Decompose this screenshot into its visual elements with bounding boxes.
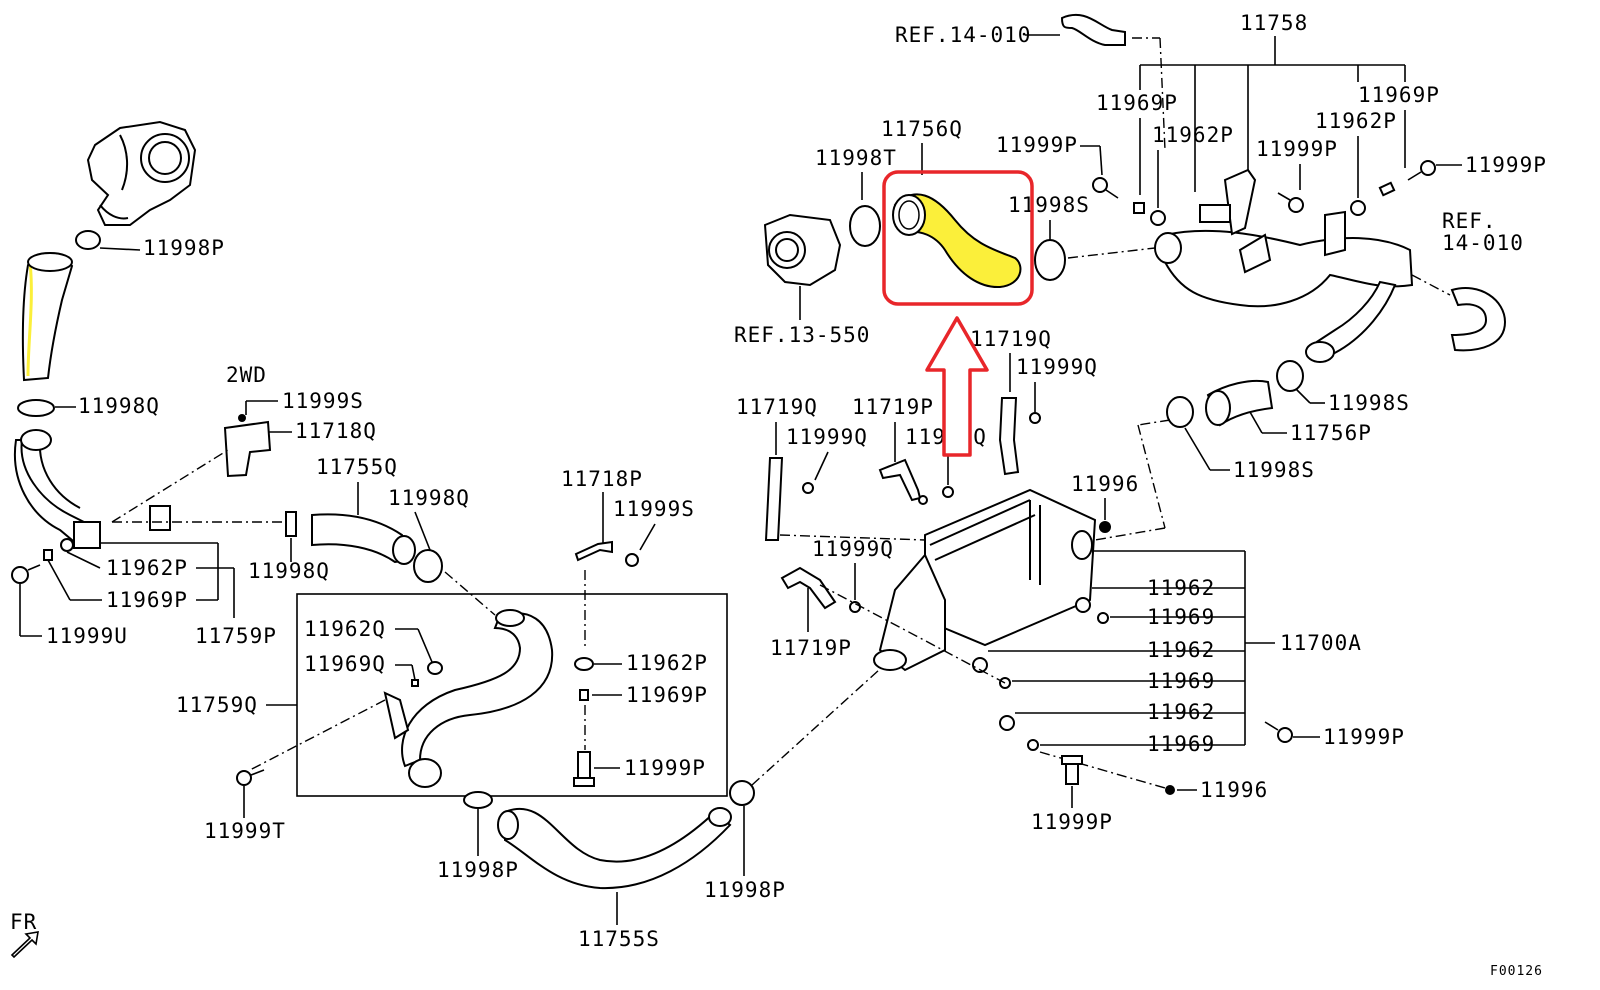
label-11999P-a: 11999P [996, 133, 1078, 157]
hose-upper-left [21, 252, 74, 382]
hose-ref-14-010-right [1450, 287, 1507, 352]
label-11999T: 11999T [204, 819, 286, 843]
label-11999P-f: 11999P [1031, 810, 1113, 834]
label-11996-a: 11996 [1071, 472, 1139, 496]
label-11999P-c: 11999P [1465, 153, 1547, 177]
label-11756Q: 11756Q [881, 117, 963, 141]
label-11962P-d: 11962P [626, 651, 708, 675]
bolt-11999P-d [573, 751, 595, 787]
label-11969-c: 11969 [1147, 732, 1215, 756]
label-11998Q-b: 11998Q [388, 486, 470, 510]
label-ref-14-010-right-a: REF. [1442, 209, 1497, 233]
label-11759P: 11759P [195, 624, 277, 648]
label-11996-b: 11996 [1200, 778, 1268, 802]
clamp-11998Q-left [17, 399, 55, 417]
throttle-body-ref-13-550 [763, 213, 842, 287]
label-11755Q: 11755Q [316, 455, 398, 479]
label-11998Q-a: 11998Q [78, 394, 160, 418]
bolt-11999P-c [1407, 160, 1436, 181]
label-11969P-b: 11969P [1358, 83, 1440, 107]
bracket-11718Q [223, 414, 272, 478]
label-11962P-a: 11962P [1152, 123, 1234, 147]
label-11718P: 11718P [561, 467, 643, 491]
intercooler-11700A [873, 488, 1097, 672]
bolt-11999P-f [1061, 755, 1083, 785]
label-11999U: 11999U [46, 624, 128, 648]
label-11962Q: 11962Q [304, 617, 386, 641]
label-11998T: 11998T [815, 146, 897, 170]
label-11999P-e: 11999P [1323, 725, 1405, 749]
pipe-11758 [1154, 168, 1414, 308]
label-11999P-d: 11999P [624, 756, 706, 780]
label-11998P-a: 11998P [143, 236, 225, 260]
highlight-box [882, 170, 1034, 306]
label-11999Q-c: 11999Q [1016, 355, 1098, 379]
label-11999S-a: 11999S [282, 389, 364, 413]
label-11998P-c: 11998P [704, 878, 786, 902]
label-11719Q-b: 11719Q [970, 327, 1052, 351]
label-11962-c: 11962 [1147, 700, 1215, 724]
bolt-11999P-e [1264, 721, 1293, 743]
label-11718Q: 11718Q [295, 419, 377, 443]
hose-ref-14-010-top [1060, 13, 1126, 46]
label-fr: FR [10, 910, 37, 934]
turbocharger-outlet [75, 120, 197, 250]
group-box-11759Q [296, 593, 728, 797]
label-11962-b: 11962 [1147, 638, 1215, 662]
pipe-11759Q [383, 609, 554, 788]
label-11969P-a: 11969P [1096, 91, 1178, 115]
label-11719P-b: 11719P [770, 636, 852, 660]
label-11962P-c: 11962P [106, 556, 188, 580]
front-direction-arrow-icon [10, 931, 39, 959]
label-11999S-b: 11999S [613, 497, 695, 521]
bolt-11999P-b [1277, 192, 1304, 213]
pipe-11759P [13, 429, 101, 549]
figure-code: F00126 [1490, 964, 1543, 979]
fasteners-left [11, 538, 74, 584]
label-11962P-b: 11962P [1315, 109, 1397, 133]
label-ref-13-550: REF.13-550 [734, 323, 870, 347]
callout-arrow [925, 316, 989, 457]
label-11998S-a: 11998S [1008, 193, 1090, 217]
label-11998Q-c: 11998Q [248, 559, 330, 583]
pipe-11755S [497, 807, 732, 890]
label-2wd: 2WD [226, 363, 267, 387]
pipe-11755Q [311, 513, 416, 565]
label-11758: 11758 [1240, 11, 1308, 35]
pipe-branch-right [1305, 280, 1397, 363]
pipe-11756P [1205, 379, 1274, 427]
bolt-11999P-a [1092, 177, 1119, 199]
label-11998P-b: 11998P [437, 858, 519, 882]
bolt-11999T [236, 769, 265, 786]
label-11969Q: 11969Q [304, 652, 386, 676]
label-11759Q: 11759Q [176, 693, 258, 717]
label-ref-14-010-right-b: 14-010 [1442, 231, 1524, 255]
label-11719P-a: 11719P [852, 395, 934, 419]
label-11998S-b: 11998S [1328, 391, 1410, 415]
label-11999P-b: 11999P [1256, 137, 1338, 161]
label-11969P-d: 11969P [626, 683, 708, 707]
label-ref-14-010-top: REF.14-010 [895, 23, 1031, 47]
label-11969P-c: 11969P [106, 588, 188, 612]
label-11755S: 11755S [578, 927, 660, 951]
label-11756P: 11756P [1290, 421, 1372, 445]
hose-11756Q-highlighted [892, 193, 1022, 289]
label-11998S-c: 11998S [1233, 458, 1315, 482]
label-11700A: 11700A [1280, 631, 1362, 655]
label-11719Q-a: 11719Q [736, 395, 818, 419]
label-11999Q-d: 11999Q [812, 537, 894, 561]
label-11999Q-a: 11999Q [786, 425, 868, 449]
